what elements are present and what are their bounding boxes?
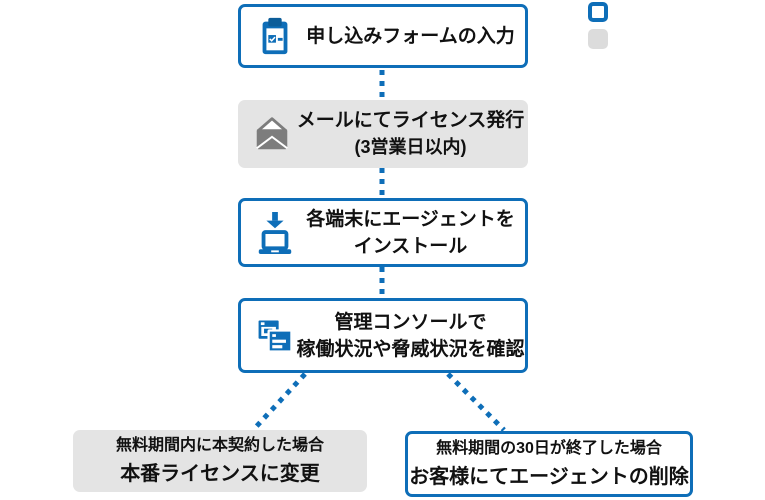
step3-line1: 各端末にエージェントを xyxy=(306,208,515,230)
step-application-form: 申し込みフォームの入力 xyxy=(238,4,528,68)
step-label: 管理コンソールで 稼働状況や脅威状況を確認 xyxy=(296,309,525,363)
outcome-delete-agent: 無料期間の30日が終了した場合 お客様にてエージェントの削除 xyxy=(405,431,693,497)
step4-line2: 稼働状況や脅威状況を確認 xyxy=(296,338,525,360)
step2-line1: メールにてライセンス発行 xyxy=(296,110,525,131)
app-windows-icon xyxy=(254,314,296,358)
step-license-issue-mail: メールにてライセンス発行 (3営業日以内) xyxy=(238,100,528,168)
outcome-right-condition: 無料期間の30日が終了した場合 xyxy=(436,440,662,457)
outcome-label: 無料期間の30日が終了した場合 お客様にてエージェントの削除 xyxy=(408,437,690,491)
clipboard-check-icon xyxy=(254,14,296,58)
legend-swatch-outlined xyxy=(588,2,608,22)
step-label: 申し込みフォームの入力 xyxy=(296,23,525,50)
legend-swatch-gray xyxy=(588,29,608,49)
step4-line1: 管理コンソールで xyxy=(334,311,487,333)
connector-step4-outcome-left xyxy=(252,372,307,431)
outcome-right-action: お客様にてエージェントの削除 xyxy=(409,466,689,488)
open-mail-icon xyxy=(251,113,293,155)
outcome-production-license: 無料期間内に本契約した場合 本番ライセンスに変更 xyxy=(73,430,367,492)
outcome-left-action: 本番ライセンスに変更 xyxy=(120,463,320,485)
step-install-agent: 各端末にエージェントを インストール xyxy=(238,198,528,267)
connector-step4-outcome-right xyxy=(446,372,506,432)
step-label: 各端末にエージェントを インストール xyxy=(296,206,525,260)
step1-label: 申し込みフォームの入力 xyxy=(306,25,515,47)
step-label: メールにてライセンス発行 (3営業日以内) xyxy=(293,107,528,161)
step2-line2: (3営業日以内) xyxy=(354,137,467,157)
step3-line2: インストール xyxy=(353,235,468,257)
laptop-download-icon xyxy=(254,210,296,256)
step-management-console-check: 管理コンソールで 稼働状況や脅威状況を確認 xyxy=(238,298,528,373)
outcome-left-condition: 無料期間内に本契約した場合 xyxy=(115,437,324,454)
outcome-label: 無料期間内に本契約した場合 本番ライセンスに変更 xyxy=(73,434,367,488)
